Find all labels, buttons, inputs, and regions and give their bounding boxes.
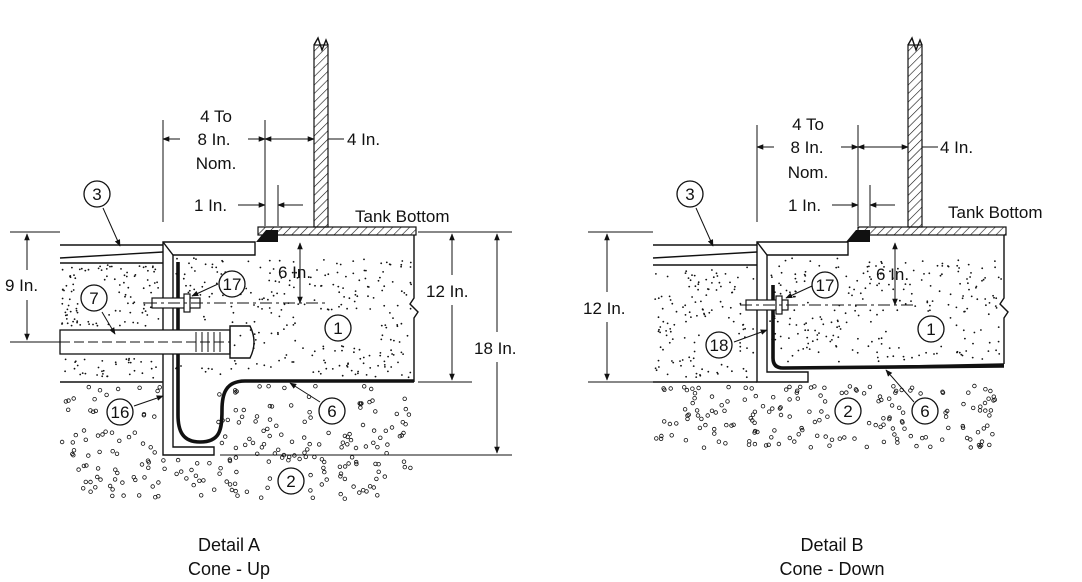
callout-18-b: 18 bbox=[710, 336, 729, 355]
dim-text-4to8-l3-b: Nom. bbox=[788, 163, 829, 182]
ringwall-a bbox=[162, 241, 256, 456]
tank-bottom-plate-b bbox=[857, 226, 1007, 236]
dim-text-4to8-l1-a: 4 To bbox=[200, 107, 232, 126]
soil-texture-left-b bbox=[654, 266, 755, 379]
dim-text-4to8-l1-b: 4 To bbox=[792, 115, 824, 134]
detail-b: 3 17 1 18 2 6 4 To 8 In. Nom. 4 In. 1 In… bbox=[583, 36, 1043, 579]
leader-3-b bbox=[695, 207, 714, 247]
callout-17-a: 17 bbox=[223, 275, 242, 294]
ringwall-b bbox=[756, 241, 849, 383]
callout-circle-18-b bbox=[705, 331, 733, 359]
dim-text-12-b: 12 In. bbox=[583, 299, 626, 318]
callout-6-a: 6 bbox=[327, 402, 336, 421]
callout-2-a: 2 bbox=[286, 472, 295, 491]
callout-circle-2-a bbox=[277, 467, 305, 495]
gravel-area-a bbox=[60, 382, 415, 502]
callout-circle-7-a bbox=[80, 284, 108, 312]
dim-text-6-b: 6 In. bbox=[876, 265, 909, 284]
detail-b-subtitle: Cone - Down bbox=[779, 559, 884, 579]
right-break-a bbox=[409, 235, 419, 382]
detail-a-title: Detail A bbox=[198, 535, 260, 555]
callout-circle-3-b bbox=[676, 180, 704, 208]
bolt-head-a bbox=[229, 325, 255, 359]
callout-3-b: 3 bbox=[685, 185, 694, 204]
callout-17-b: 17 bbox=[816, 276, 835, 295]
callout-circle-6-b bbox=[911, 397, 939, 425]
dim-text-4-b: 4 In. bbox=[940, 138, 973, 157]
dim-text-6-a: 6 In. bbox=[278, 263, 311, 282]
dim-text-1-a: 1 In. bbox=[194, 196, 227, 215]
leader-7-a bbox=[101, 311, 116, 335]
detail-a-subtitle: Cone - Up bbox=[188, 559, 270, 579]
weld-a bbox=[256, 230, 278, 242]
callout-circle-2-b bbox=[834, 397, 862, 425]
tank-shell-b bbox=[907, 44, 923, 228]
dim-text-4to8-l2-a: 8 In. bbox=[197, 130, 230, 149]
callout-circle-6-a bbox=[318, 397, 346, 425]
grade-line-a bbox=[59, 251, 164, 259]
dim-text-18-a: 18 In. bbox=[474, 339, 517, 358]
callout-circle-17-b bbox=[811, 271, 839, 299]
right-break-b bbox=[999, 235, 1009, 364]
dim-text-9-a: 9 In. bbox=[5, 276, 38, 295]
soil-texture-left-a bbox=[61, 264, 160, 379]
callout-16-a: 16 bbox=[111, 403, 130, 422]
gravel-texture-a bbox=[59, 384, 413, 501]
detail-b-title: Detail B bbox=[800, 535, 863, 555]
ringwall-inner-b bbox=[756, 241, 768, 256]
leader-16-a bbox=[133, 395, 164, 407]
gravel-texture-b bbox=[654, 383, 997, 450]
callout-circle-1-b bbox=[917, 315, 945, 343]
dim-text-4-a: 4 In. bbox=[347, 130, 380, 149]
tank-bottom-plate-a bbox=[257, 226, 417, 236]
leader-6-a bbox=[289, 382, 321, 403]
detail-a: 3 7 17 1 16 6 2 4 To 8 In. Nom. 4 In. 1 … bbox=[5, 36, 517, 579]
liner-a bbox=[176, 262, 414, 444]
dim-text-4to8-l3-a: Nom. bbox=[196, 154, 237, 173]
grade-line-b bbox=[652, 251, 758, 259]
leader-17-a bbox=[191, 283, 219, 297]
callout-6-b: 6 bbox=[920, 402, 929, 421]
shell-break-b bbox=[907, 36, 923, 53]
callout-2-b: 2 bbox=[843, 402, 852, 421]
callout-1-a: 1 bbox=[333, 319, 342, 338]
tank-bottom-label-b: Tank Bottom bbox=[948, 203, 1043, 222]
callout-7-a: 7 bbox=[89, 289, 98, 308]
tank-bottom-label-a: Tank Bottom bbox=[355, 207, 450, 226]
callout-1-b: 1 bbox=[926, 320, 935, 339]
dim-text-12-a: 12 In. bbox=[426, 282, 469, 301]
shell-break-a bbox=[313, 36, 329, 53]
liner-b bbox=[771, 285, 1005, 370]
ringwall-inner-a bbox=[162, 241, 174, 256]
callout-circle-17-a bbox=[218, 270, 246, 298]
callout-circle-1-a bbox=[324, 314, 352, 342]
tank-shell-a bbox=[313, 44, 329, 228]
leader-3-a bbox=[102, 207, 121, 247]
callout-3-a: 3 bbox=[92, 185, 101, 204]
leader-6-b bbox=[885, 369, 915, 403]
leader-17-b bbox=[785, 285, 813, 299]
dim-text-4to8-l2-b: 8 In. bbox=[790, 138, 823, 157]
callout-circle-3-a bbox=[83, 180, 111, 208]
bolt-thread-a bbox=[195, 332, 221, 352]
callout-circle-16-a bbox=[106, 398, 134, 426]
leader-18-b bbox=[733, 329, 768, 343]
dim-text-1-b: 1 In. bbox=[788, 196, 821, 215]
weld-b bbox=[846, 230, 870, 242]
